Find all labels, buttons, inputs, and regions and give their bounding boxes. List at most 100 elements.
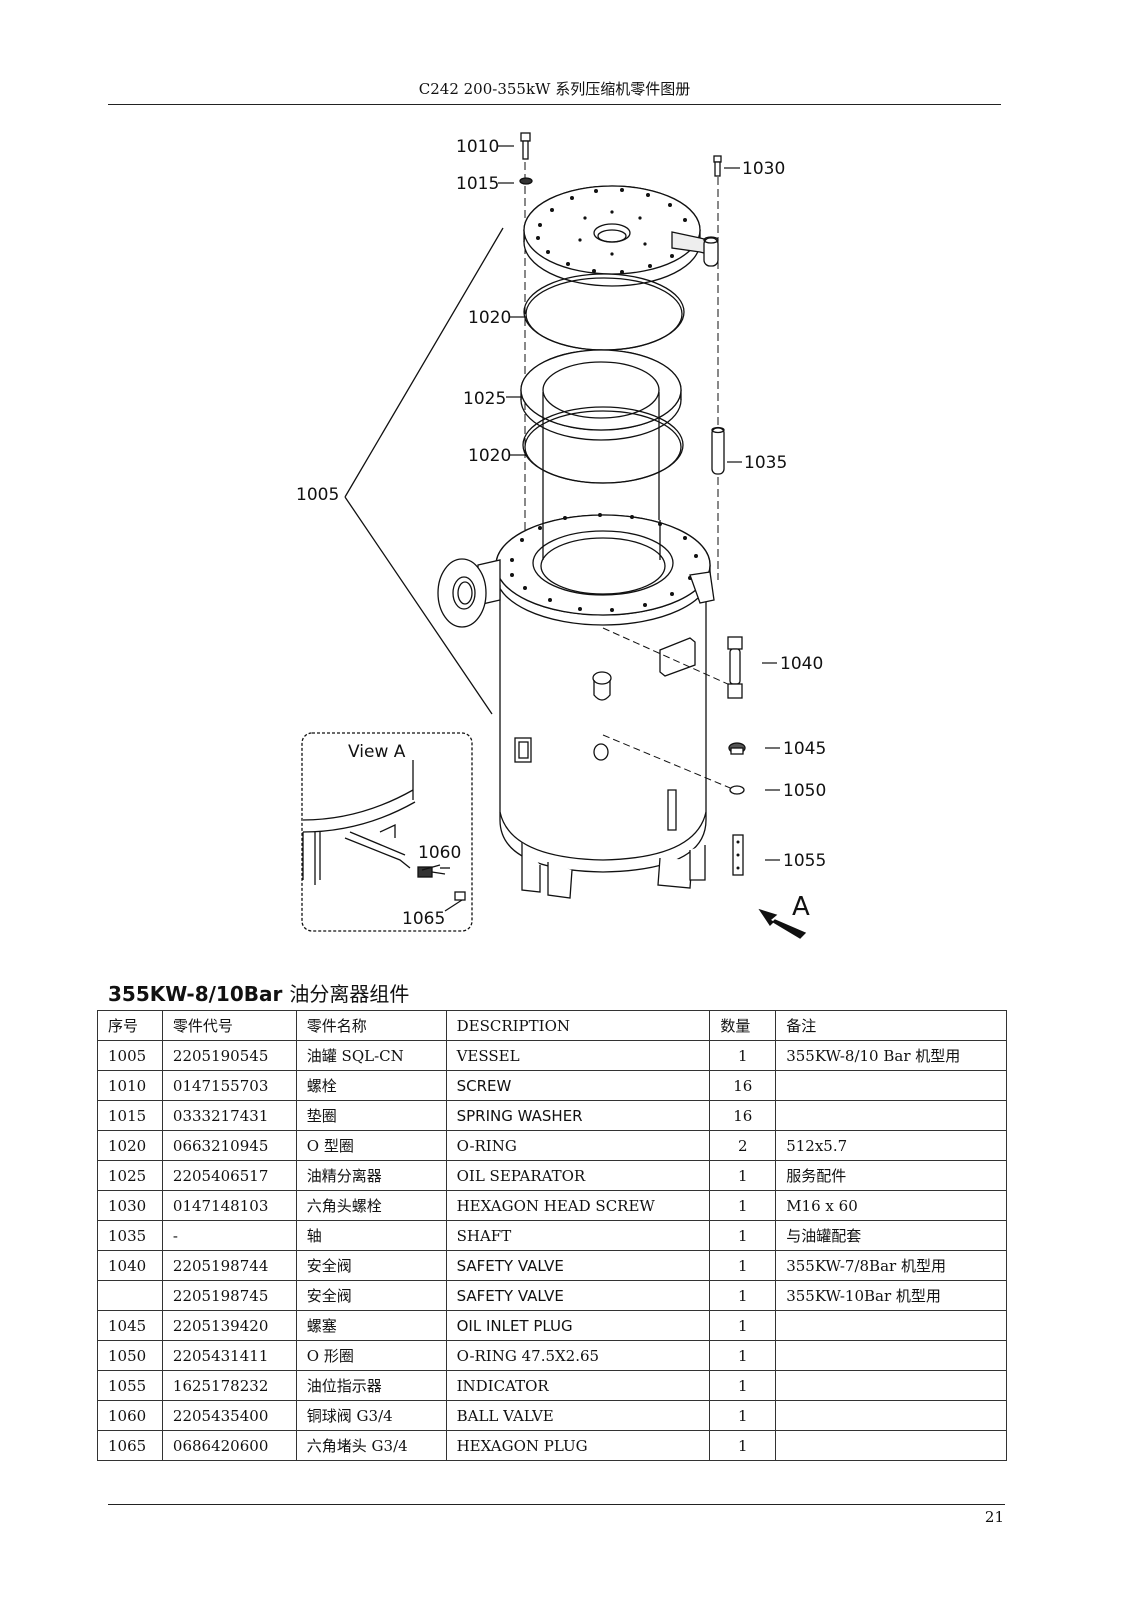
cell-remarks: M16 x 60: [775, 1190, 1007, 1221]
cell-seq: 1015: [97, 1100, 163, 1131]
cell-qty: 2: [709, 1130, 777, 1161]
header-cell-remarks: 备注: [775, 1010, 1007, 1041]
cell-seq: [97, 1280, 163, 1311]
callout-1020-top: 1020: [468, 308, 511, 328]
cell-name: 油位指示器: [295, 1370, 447, 1401]
cell-seq: 1040: [97, 1250, 163, 1281]
screw-1030-part: [713, 155, 722, 177]
cell-description: SPRING WASHER: [445, 1100, 711, 1131]
cell-description: SAFETY VALVE: [445, 1250, 711, 1281]
cell-qty: 1: [709, 1160, 777, 1191]
cell-remarks: [775, 1340, 1007, 1371]
cell-name: O 型圈: [295, 1130, 447, 1161]
cell-partno: 2205190545: [161, 1040, 297, 1071]
cell-remarks: [775, 1310, 1007, 1341]
cell-qty: 1: [709, 1250, 777, 1281]
view-arrow: [758, 908, 807, 939]
cell-description: BALL VALVE: [445, 1400, 711, 1431]
assembly-title-name: 油分离器组件: [289, 982, 410, 1006]
callout-1020-bottom: 1020: [468, 446, 511, 466]
cell-description: OIL SEPARATOR: [445, 1160, 711, 1191]
cell-partno: 0663210945: [161, 1130, 297, 1161]
view-a-label: View A: [348, 742, 406, 762]
cell-description: HEXAGON PLUG: [445, 1430, 711, 1461]
exploded-view-drawing: 1010 1015 1030 1020 1025 1020 1035 1005 …: [296, 132, 826, 939]
cell-remarks: 355KW-7/8Bar 机型用: [775, 1250, 1007, 1281]
cell-name: 螺塞: [295, 1310, 447, 1341]
cell-name: 安全阀: [295, 1250, 447, 1281]
o-ring-1050-part: [729, 785, 745, 795]
cell-qty: 1: [709, 1040, 777, 1071]
cell-description: SCREW: [445, 1070, 711, 1101]
callout-1065: 1065: [402, 909, 445, 929]
cell-name: 油精分离器: [295, 1160, 447, 1191]
plug-1045-part: [728, 742, 746, 755]
cell-seq: 1060: [97, 1400, 163, 1431]
callout-1060: 1060: [418, 843, 461, 863]
cell-seq: 1010: [97, 1070, 163, 1101]
callout-1055: 1055: [783, 851, 826, 871]
cell-remarks: 与油罐配套: [775, 1220, 1007, 1251]
cell-description: INDICATOR: [445, 1370, 711, 1401]
callout-1050: 1050: [783, 781, 826, 801]
cell-qty: 16: [709, 1100, 777, 1131]
cell-description: OIL INLET PLUG: [445, 1310, 711, 1341]
page-header: C242 200-355kW 系列压缩机零件图册: [418, 80, 691, 98]
cell-remarks: [775, 1400, 1007, 1431]
cell-partno: 0147148103: [161, 1190, 297, 1221]
cell-partno: 2205435400: [161, 1400, 297, 1431]
callout-1045: 1045: [783, 739, 826, 759]
cell-seq: 1045: [97, 1310, 163, 1341]
cell-qty: 1: [709, 1370, 777, 1401]
shaft-1035-part: [711, 426, 725, 475]
cell-partno: 2205198745: [161, 1280, 297, 1311]
cell-seq: 1035: [97, 1220, 163, 1251]
cell-qty: 1: [709, 1430, 777, 1461]
header-cell-partno: 零件代号: [161, 1010, 297, 1041]
header-rule: [108, 104, 1001, 105]
assembly-title: 355KW-8/10Bar 油分离器组件: [108, 978, 409, 1007]
cell-qty: 1: [709, 1310, 777, 1341]
header-cell-name: 零件名称: [295, 1010, 447, 1041]
cell-partno: 0147155703: [161, 1070, 297, 1101]
cell-partno: 0333217431: [161, 1100, 297, 1131]
cell-seq: 1025: [97, 1160, 163, 1191]
cell-name: 安全阀: [295, 1280, 447, 1311]
cell-description: VESSEL: [445, 1040, 711, 1071]
indicator-1055-part: [732, 834, 744, 876]
callout-1015: 1015: [456, 174, 499, 194]
cell-qty: 1: [709, 1190, 777, 1221]
cell-qty: 1: [709, 1280, 777, 1311]
screw-1010-part: [520, 132, 531, 160]
cell-name: O 形圈: [295, 1340, 447, 1371]
cell-seq: 1005: [97, 1040, 163, 1071]
cell-remarks: [775, 1100, 1007, 1131]
cell-seq: 1020: [97, 1130, 163, 1161]
cell-partno: 2205139420: [161, 1310, 297, 1341]
cell-name: 铜球阀 G3/4: [295, 1400, 447, 1431]
callout-1030: 1030: [742, 159, 785, 179]
cell-partno: 2205431411: [161, 1340, 297, 1371]
callout-1010: 1010: [456, 137, 499, 157]
cell-name: 六角头螺栓: [295, 1190, 447, 1221]
cell-partno: 0686420600: [161, 1430, 297, 1461]
safety-valve-1040-part: [727, 636, 743, 699]
cell-partno: 2205406517: [161, 1160, 297, 1191]
cell-seq: 1055: [97, 1370, 163, 1401]
hinge-bracket: [671, 231, 719, 267]
cell-name: 油罐 SQL-CN: [295, 1040, 447, 1071]
cell-remarks: 512x5.7: [775, 1130, 1007, 1161]
